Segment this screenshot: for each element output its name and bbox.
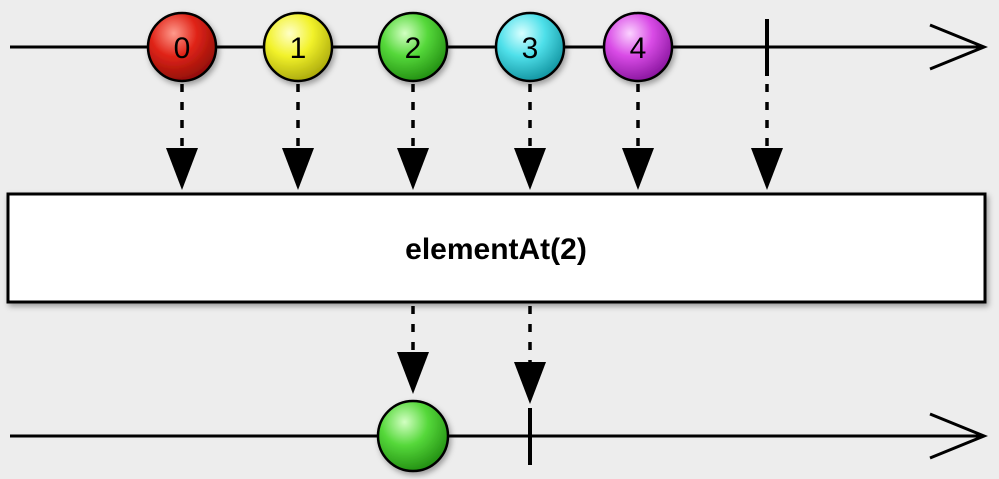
input-timeline-arrowhead	[929, 23, 988, 71]
marble-label: 0	[174, 32, 191, 65]
marble-circle	[377, 11, 449, 83]
output-timeline	[10, 408, 988, 465]
marble-circle	[376, 399, 450, 473]
marble-circle	[494, 11, 566, 83]
input-marble-4: 4	[602, 11, 674, 83]
dotted-arrow	[166, 84, 198, 190]
input-marble-0: 0	[146, 11, 218, 83]
dotted-arrow	[751, 84, 783, 190]
input-marble-2: 2	[377, 11, 449, 83]
input-marble-3: 3	[494, 11, 566, 83]
input-marble-1: 1	[262, 11, 334, 83]
dotted-arrow	[622, 84, 654, 190]
operator-box-rect	[6, 192, 987, 304]
operator-label: elementAt(2)	[405, 233, 587, 266]
output-timeline-arrowhead	[929, 412, 988, 460]
marble-circle	[262, 11, 334, 83]
input-to-operator-arrows	[166, 84, 783, 190]
marble-label: 1	[290, 32, 307, 65]
output-marble-0	[376, 399, 450, 473]
marble-label: 3	[522, 32, 539, 65]
operator-to-output-arrows	[397, 306, 546, 404]
marble-circle	[602, 11, 674, 83]
operator-box: elementAt(2)	[6, 192, 987, 304]
dotted-arrow	[282, 84, 314, 190]
marble-label: 2	[405, 32, 422, 65]
dotted-arrow	[397, 306, 429, 394]
marble-circle	[146, 11, 218, 83]
dotted-arrow	[397, 84, 429, 190]
dotted-arrow	[514, 84, 546, 190]
dotted-arrow	[514, 306, 546, 404]
marble-label: 4	[630, 32, 647, 65]
